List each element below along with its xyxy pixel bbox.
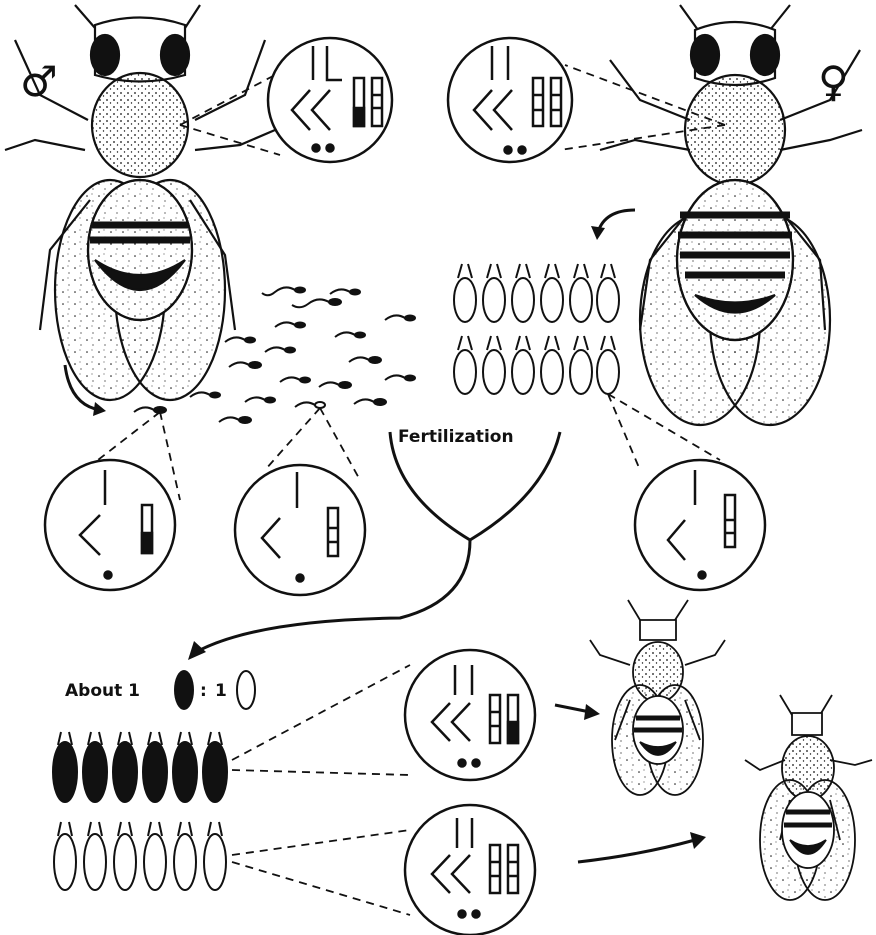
female-embryo-icon bbox=[237, 671, 255, 709]
arrowhead bbox=[584, 704, 600, 720]
to-male-offspring-arrow bbox=[555, 705, 590, 712]
ratio-separator: : bbox=[200, 681, 207, 701]
egg-array bbox=[454, 264, 619, 394]
male-offspring-fly bbox=[590, 600, 725, 795]
egg-row-bottom bbox=[454, 336, 619, 394]
female-symbol: ♀ bbox=[818, 57, 849, 106]
sperm-y-karyotype-circle bbox=[45, 460, 175, 590]
sperm-x-karyotype-circle bbox=[235, 465, 365, 595]
fertilization-label: Fertilization bbox=[398, 427, 514, 447]
male-embryo-icon bbox=[174, 670, 194, 710]
female-offspring-fly bbox=[745, 695, 872, 900]
to-female-offspring-arrow bbox=[578, 840, 695, 862]
egg-karyotype-circle bbox=[635, 460, 765, 590]
female-offspring-karyotype-circle bbox=[405, 805, 535, 935]
male-embryo-row bbox=[53, 732, 227, 802]
arrowhead bbox=[690, 832, 706, 849]
female-embryo-row bbox=[54, 822, 226, 890]
offspring-connectors bbox=[232, 665, 410, 915]
male-offspring-karyotype-circle bbox=[405, 650, 535, 780]
arrowhead bbox=[188, 641, 206, 660]
sex-ratio-label: About 1 : 1 bbox=[65, 670, 255, 710]
ratio-prefix: About 1 bbox=[65, 681, 140, 701]
arrowhead bbox=[591, 226, 605, 240]
arrowhead bbox=[93, 402, 106, 416]
fertilization-merge-lines bbox=[390, 432, 560, 540]
ratio-suffix: 1 bbox=[215, 681, 227, 701]
egg-row-top bbox=[454, 264, 619, 322]
female-karyotype-circle bbox=[448, 38, 572, 162]
male-karyotype-circle bbox=[268, 38, 392, 162]
gamete-connectors bbox=[85, 394, 720, 500]
